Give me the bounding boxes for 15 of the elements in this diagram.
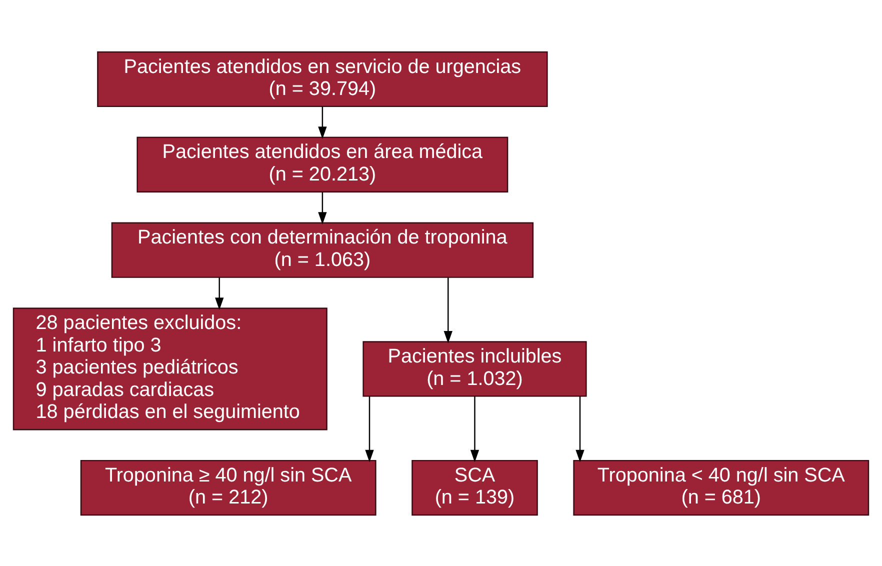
node-box: Pacientes con determinación de troponina (n = 1.063) <box>111 222 534 278</box>
arrow <box>318 192 327 224</box>
arrow <box>318 106 327 139</box>
node-box: Pacientes atendidos en área médica (n = 20.213) <box>136 136 508 192</box>
node-box: Pacientes incluibles (n = 1.032) <box>362 340 587 396</box>
node-box: SCA (n = 139) <box>412 459 538 516</box>
arrow <box>576 396 584 462</box>
node-box: Troponina ≥ 40 ng/l sin SCA (n = 212) <box>80 459 376 516</box>
node-box: Troponina < 40 ng/l sin SCA (n = 681) <box>573 459 870 516</box>
node-box: Pacientes atendidos en servicio de urgencias (n = 39.794) <box>97 50 548 107</box>
arrow <box>215 277 224 310</box>
arrow <box>365 396 374 462</box>
arrow <box>444 277 452 343</box>
node-box: 28 pacientes excluidos: 1 infarto tipo 3 3 pacientes pediátricos 9 paradas cardiacas 18 pérdidas en el seguimiento <box>12 307 328 430</box>
arrow <box>470 396 480 462</box>
